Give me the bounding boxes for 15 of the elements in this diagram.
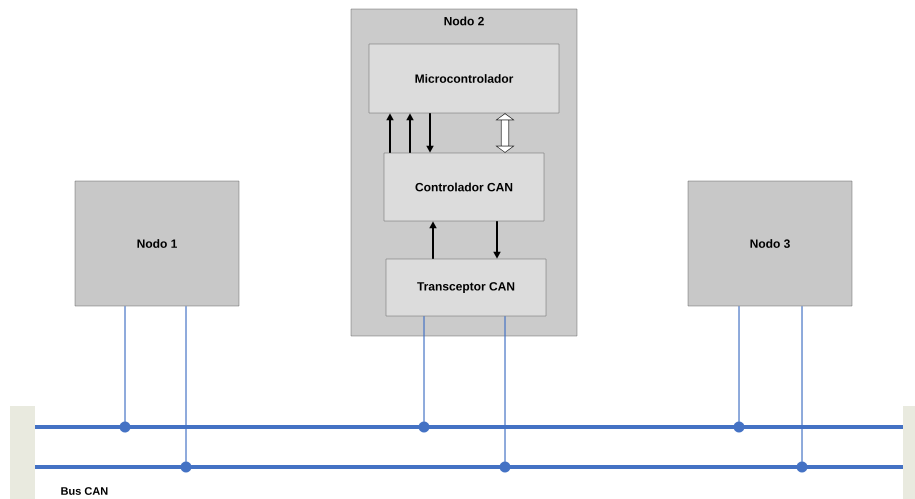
node-box: Microcontrolador [368,44,560,114]
bus-terminator [903,406,915,499]
node-box: Controlador CAN [384,152,544,222]
double-arrow [495,113,515,153]
bus-connection [734,306,744,432]
bus-label: Bus CAN [61,487,108,495]
node-box: Nodo 1 [74,180,240,306]
bus-connection [418,316,430,432]
bus-connection [180,306,192,472]
bus-connection [796,306,808,472]
node-box: Transceptor CAN [386,258,546,316]
bus-connection [500,316,510,472]
bus-connection [120,306,130,432]
node-box: Nodo 3 [688,180,852,306]
bus-terminator [10,406,35,499]
